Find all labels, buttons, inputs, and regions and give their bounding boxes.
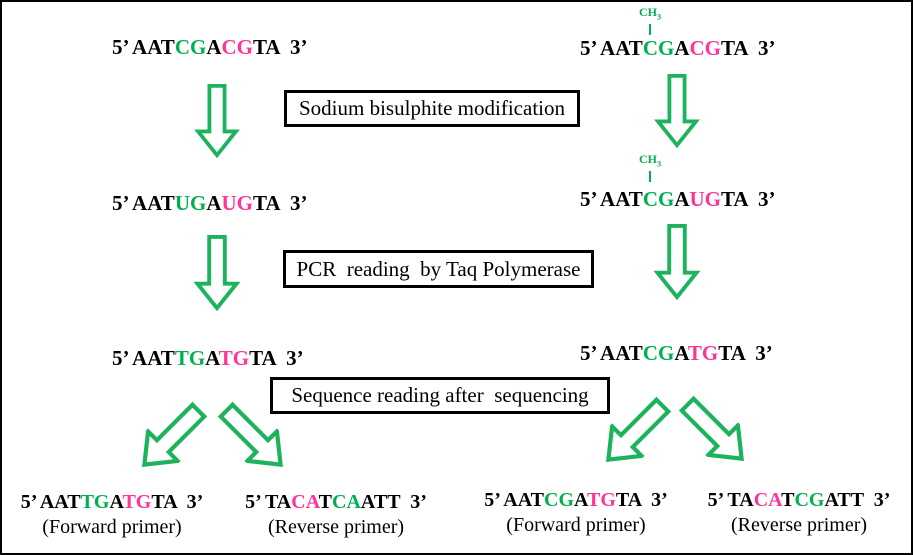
primer-caption: (Reverse primer) [730, 514, 868, 536]
primer-block-forward-right: 5’ AATCGATGTA 3’ (Forward primer) [470, 488, 682, 538]
down-arrow-icon [654, 74, 700, 153]
sequence-forward-primer-right: 5’ AATCGATGTA 3’ [484, 489, 668, 511]
down-arrow-icon [193, 235, 241, 316]
sequence-mid-left: 5’ AATUGAUGTA 3’ [112, 191, 308, 215]
primer-caption: (Forward primer) [506, 514, 646, 536]
diagonal-arrow-down-left-icon [123, 390, 219, 486]
sequence-mid-right-methylated: CH3 5’ AATCGAUGTA 3’ [580, 153, 820, 215]
sequence-row3-left: 5’ AATTGATGTA 3’ [112, 346, 304, 370]
sequence-row3-right: 5’ AATCGATGTA 3’ [580, 341, 773, 365]
primer-block-forward-left: 5’ AATTGATGTA 3’ (Forward primer) [6, 490, 218, 540]
ch3-subscript: 3 [657, 159, 661, 169]
primer-caption: (Reverse primer) [267, 516, 405, 538]
diagonal-arrow-down-right-icon [206, 390, 302, 486]
primer-caption: (Forward primer) [42, 516, 182, 538]
diagonal-arrow-down-left-icon [587, 385, 683, 481]
primer-block-reverse-right: 5’ TACATCGATT 3’ (Reverse primer) [690, 488, 908, 538]
methyl-bond-line [649, 171, 651, 183]
process-box-sequence-reading: Sequence reading after sequencing [270, 377, 610, 414]
methyl-bond-line [649, 24, 651, 36]
methyl-group-label: CH3 [628, 152, 672, 183]
methyl-group-label: CH3 [628, 5, 672, 36]
sequence-top-right-methylated: CH3 5’ AATCGACGTA 3’ [580, 6, 820, 68]
ch3-subscript: 3 [657, 12, 661, 22]
sequence-top-right: 5’ AATCGACGTA 3’ [580, 36, 776, 60]
ch3-text: CH [639, 5, 657, 19]
sequence-reverse-primer-right: 5’ TACATCGATT 3’ [707, 489, 891, 511]
down-arrow-icon [653, 224, 701, 305]
sequence-top-left: 5’ AATCGACGTA 3’ [112, 35, 308, 59]
down-arrow-icon [194, 84, 240, 163]
diagonal-arrow-down-right-icon [667, 384, 763, 480]
primer-block-reverse-left: 5’ TACATCAATT 3’ (Reverse primer) [230, 490, 442, 540]
process-box-pcr-taq-polymerase: PCR reading by Taq Polymerase [283, 250, 594, 288]
ch3-text: CH [639, 152, 657, 166]
sequence-mid-right: 5’ AATCGAUGTA 3’ [580, 187, 776, 211]
sequence-forward-primer-left: 5’ AATTGATGTA 3’ [20, 491, 204, 513]
sequence-reverse-primer-left: 5’ TACATCAATT 3’ [245, 491, 427, 513]
process-box-bisulphite-modification: Sodium bisulphite modification [284, 90, 580, 127]
